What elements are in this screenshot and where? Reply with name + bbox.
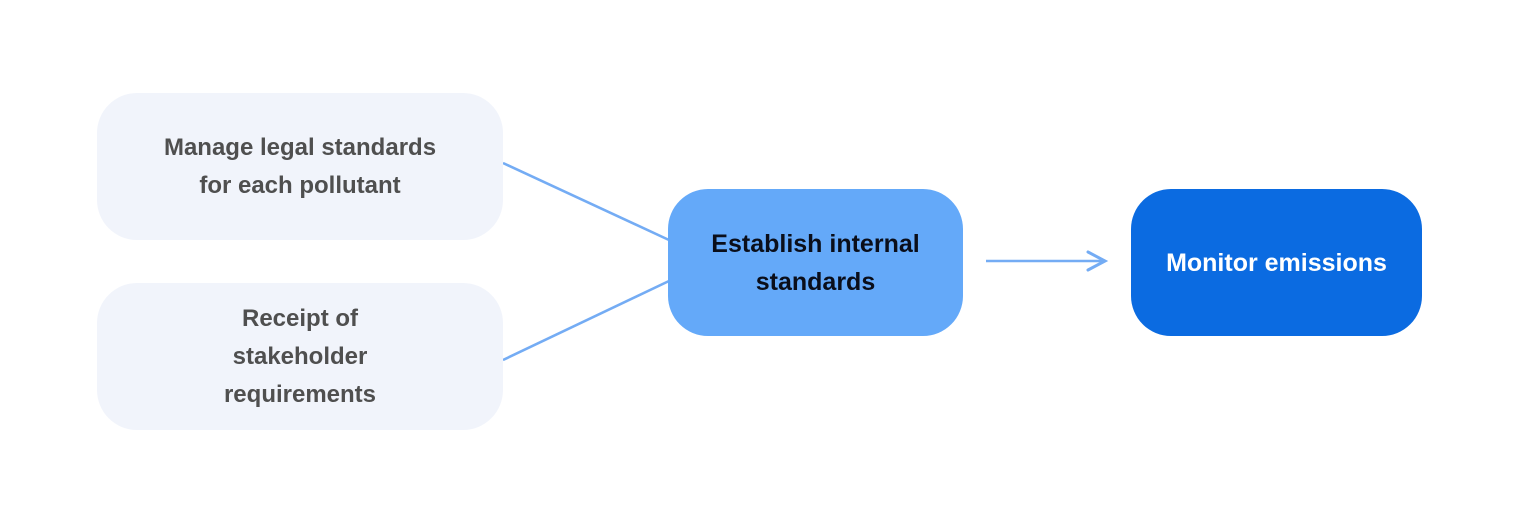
edge-manage-legal-to-establish: [502, 161, 670, 242]
node-label: Manage legal standards for each pollutan…: [163, 133, 437, 199]
node-label: Establish internal standards: [711, 229, 920, 296]
node-receipt-stakeholder-requirements: Receipt of stakeholder requirements: [97, 283, 503, 430]
arrowhead-icon: [1086, 250, 1109, 272]
node-manage-legal-standards: Manage legal standards for each pollutan…: [97, 93, 503, 240]
node-label: Monitor emissions: [1166, 248, 1387, 277]
node-label: Receipt of stakeholder requirements: [223, 304, 377, 408]
node-establish-internal-standards: Establish internal standards: [668, 189, 963, 336]
node-monitor-emissions: Monitor emissions: [1131, 189, 1422, 336]
edge-receipt-to-establish: [502, 279, 670, 362]
